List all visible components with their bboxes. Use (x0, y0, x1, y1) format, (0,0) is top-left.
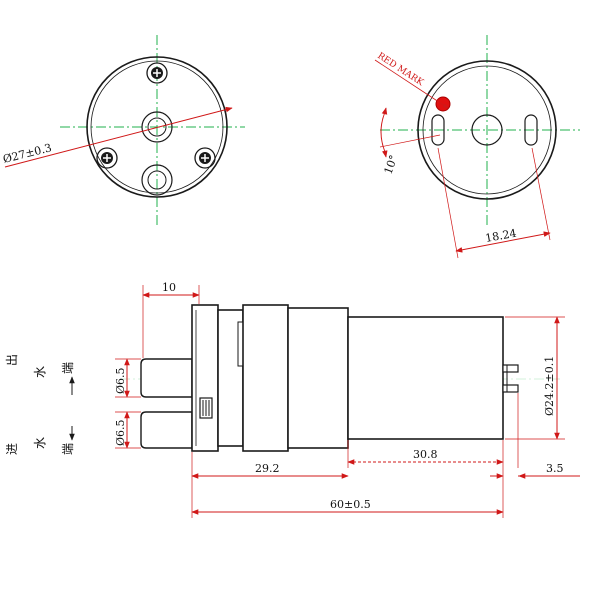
adapter-ring (287, 307, 349, 449)
terminal-slot-left (431, 114, 445, 146)
outlet-nozzle (140, 358, 193, 398)
outlet-port (141, 111, 173, 143)
svg-text:端: 端 (61, 443, 75, 455)
spacing-ext-left (437, 147, 459, 259)
angle-ref-line (379, 134, 441, 148)
inlet-port (141, 164, 173, 196)
motor-shaft-boss (471, 114, 503, 146)
outlet-label: 出 水 端 (5, 354, 75, 395)
motor-length-label: 30.8 (413, 448, 438, 461)
front-outer-circle (86, 56, 228, 198)
red-mark-leader (374, 59, 449, 109)
angle-arrow-top (381, 107, 388, 115)
terminal-slot-right (524, 114, 538, 146)
inlet-diameter-label: Ø6.5 (114, 419, 127, 446)
red-mark-label: RED MARK (375, 51, 425, 88)
terminal-length-label: 3.5 (546, 462, 564, 475)
total-length-label: 60±0.5 (330, 498, 371, 511)
side-view: 10 Ø6.5 Ø6.5 出 水 端 进 水 端 Ø24.2±0.1 (5, 281, 580, 518)
svg-text:水: 水 (33, 366, 47, 378)
svg-text:端: 端 (61, 362, 75, 374)
spacing-ext-right (531, 147, 551, 241)
outlet-port-bore (147, 117, 167, 137)
nozzle-length-label: 10 (162, 281, 176, 294)
diameter-front-label: Ø27±0.3 (2, 141, 53, 166)
screw-top-icon (146, 62, 168, 84)
front-inner-circle (90, 60, 224, 194)
inlet-nozzle (140, 411, 193, 449)
angle-label: 10° (382, 153, 401, 176)
inlet-port-bore (147, 170, 167, 190)
inlet-label: 进 水 端 (5, 426, 75, 455)
rear-outer-circle (417, 60, 557, 200)
svg-text:进: 进 (5, 443, 19, 455)
rear-inner-circle (422, 65, 552, 195)
front-view: Ø27±0.3 (2, 35, 245, 225)
red-mark-dot (435, 96, 451, 112)
svg-text:水: 水 (33, 437, 47, 449)
spacing-label: 18.24 (484, 227, 517, 245)
svg-text:出: 出 (5, 354, 19, 366)
angle-arrow-bottom (382, 150, 388, 158)
outlet-diameter-label: Ø6.5 (114, 367, 127, 394)
terminal-top (502, 364, 519, 373)
diameter-front-leader (4, 106, 233, 168)
pump-chamber (242, 304, 289, 452)
screw-left-icon (96, 147, 118, 169)
screw-right-icon (194, 147, 216, 169)
motor-body (347, 316, 504, 440)
terminal-bottom (502, 384, 519, 393)
pump-length-label: 29.2 (255, 462, 280, 475)
angle-arc (380, 111, 386, 153)
rear-view: RED MARK 10° 18.24 (374, 35, 580, 259)
spacing-dim-line (455, 231, 551, 253)
motor-diameter-label: Ø24.2±0.1 (543, 356, 556, 416)
